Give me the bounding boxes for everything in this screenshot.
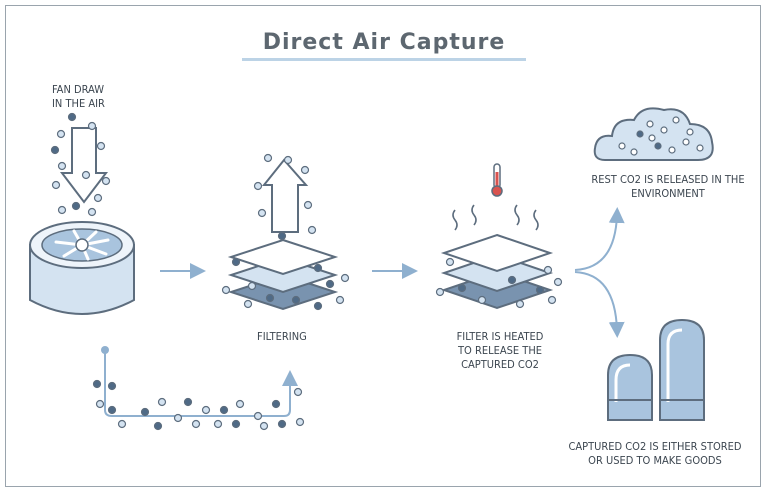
cloud-icon xyxy=(593,107,714,161)
recirculation-start-dot xyxy=(101,346,109,354)
air-particles xyxy=(50,112,704,431)
filter-stack xyxy=(227,158,339,311)
arrow-recirculation xyxy=(104,350,298,417)
diagram-title: Direct Air Capture xyxy=(262,30,506,55)
label-stored-line1: CAPTURED CO2 IS EITHER STORED xyxy=(568,440,742,453)
label-stored-line2: OR USED TO MAKE GOODS xyxy=(588,454,722,467)
arrow-to-storage xyxy=(574,271,625,338)
heat-waves-icon xyxy=(452,204,539,231)
label-released-line1: REST CO2 IS RELEASED IN THE xyxy=(591,173,745,186)
label-filter-heated: FILTER IS HEATED TO RELEASE THE CAPTURED… xyxy=(440,330,560,372)
label-co2-released: REST CO2 IS RELEASED IN THE ENVIRONMENT xyxy=(578,173,758,201)
thermometer-icon xyxy=(491,163,503,197)
label-co2-stored: CAPTURED CO2 IS EITHER STORED OR USED TO… xyxy=(555,440,755,468)
label-heated-line2: TO RELEASE THE xyxy=(457,344,543,357)
label-heated-line3: CAPTURED CO2 xyxy=(461,358,539,371)
storage-tanks xyxy=(607,318,705,421)
label-fan-draw: FAN DRAW IN THE AIR xyxy=(52,83,105,111)
air-intake-arrow xyxy=(59,127,109,204)
storage-tank-large xyxy=(659,318,705,421)
heated-filter-stack xyxy=(440,233,554,310)
fan-unit xyxy=(29,221,135,315)
arrow-to-environment xyxy=(574,207,625,271)
label-fan-draw-line2: IN THE AIR xyxy=(52,97,105,110)
label-heated-line1: FILTER IS HEATED xyxy=(456,330,544,343)
label-filtering: FILTERING xyxy=(257,330,307,343)
label-released-line2: ENVIRONMENT xyxy=(631,187,705,200)
title-underline xyxy=(242,58,526,61)
upward-air-arrow xyxy=(261,158,309,233)
flow-arrows xyxy=(104,207,625,417)
label-fan-draw-line1: FAN DRAW xyxy=(52,83,104,96)
